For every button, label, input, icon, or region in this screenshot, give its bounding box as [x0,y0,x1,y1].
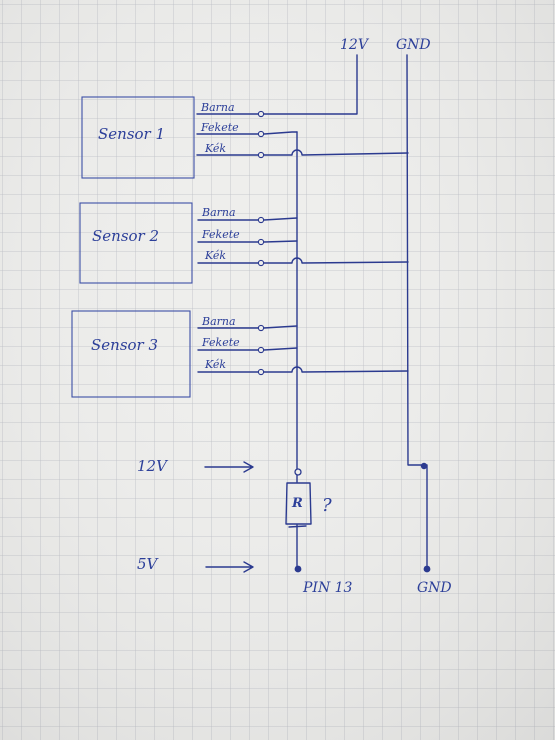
sensor-1-black-wire [263,131,298,135]
sensor-3-pin-blue: Kék [204,358,226,371]
input-12v-arrow [204,461,254,473]
pin13-terminal [294,565,302,573]
sensor-3-blue-wire [263,366,409,373]
input-5v-label: 5V [137,555,160,573]
sensor-3-pin-brown: Barna [201,315,236,328]
sensor-2-pin-blue: Kék [204,249,226,262]
sensor-3-lead-lines [197,327,259,373]
sensor-2-pin-black: Fekete [201,228,240,241]
sensor-2-lead-lines [197,219,259,264]
supply-12v-label: 12V [340,37,370,53]
sensor-1-brown-terminal [257,110,265,118]
input-5v-arrow [205,561,254,573]
sensor-2-brown-terminal [257,216,265,224]
sensor-2-blue-terminal [257,259,265,267]
sensor-1-blue-terminal [257,151,265,159]
sensor-3-black-terminal [257,346,265,354]
sensor-3-pin-black: Fekete [201,336,240,349]
sensor-3-black-wire [263,347,298,351]
sensor-2-name: Sensor 2 [92,227,159,245]
sensor-2-block: Sensor 2 Barna Fekete Kék [79,202,409,284]
sensor-2-black-terminal [257,238,265,246]
sensor-3-brown-wire [263,325,298,329]
output-pin-label: PIN 13 [302,580,353,596]
gnd-terminal [423,565,431,573]
sensor-3-name: Sensor 3 [91,336,158,354]
resistor-label: R [291,496,303,511]
sensor-1-pin-blue: Kék [204,142,226,155]
sensor-2-body [79,202,193,284]
sensor-3-body [71,310,191,398]
sensor-2-black-wire [263,240,298,243]
sensor-1-pin-black: Fekete [200,121,239,134]
input-12v-label: 12V [137,457,169,475]
sensor-1-black-terminal [257,130,265,138]
sensor-1-block: Sensor 1 Barna Fekete Kék [81,96,409,179]
sensor-2-blue-wire [263,257,409,264]
rail-12v-feed [263,54,358,115]
supply-gnd-label: GND [396,37,431,53]
rail-gnd [406,54,428,568]
sensor-2-brown-wire [263,217,298,221]
gnd-junction [420,462,428,470]
resistor-value: ? [322,495,332,516]
resistor-lead-mark [288,525,307,528]
junction-12v [294,468,302,476]
sensor-1-body [81,96,195,179]
sensor-2-pin-brown: Barna [201,206,236,219]
sensor-1-lead-lines [196,113,259,156]
sensor-1-pin-brown: Barna [200,101,235,114]
sensor-1-blue-wire [263,149,409,156]
sensor-3-block: Sensor 3 Barna Fekete Kék [71,310,409,398]
sensor-3-blue-terminal [257,368,265,376]
sensor-1-name: Sensor 1 [98,125,165,143]
output-gnd-label: GND [417,580,452,596]
sensor-3-brown-terminal [257,324,265,332]
resistor-body [285,482,312,525]
